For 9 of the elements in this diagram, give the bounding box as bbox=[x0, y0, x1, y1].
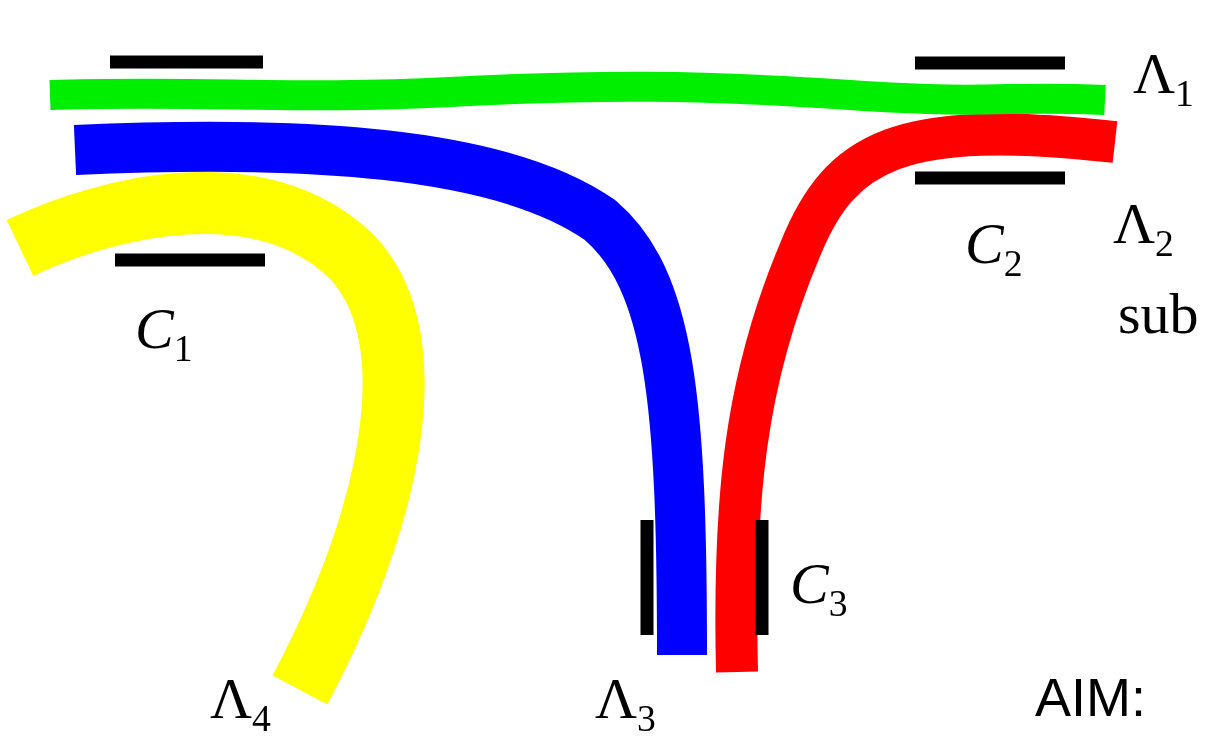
curve-label: Λ$_{4}$ bbox=[210, 670, 271, 738]
bar-label: C$_{3}$ bbox=[790, 555, 848, 623]
note-text: sub bbox=[1118, 285, 1199, 343]
curve-label: Λ$_{1}$ bbox=[1133, 45, 1194, 113]
note-text: AIM: bbox=[1035, 670, 1146, 724]
bar-label: C$_{1}$ bbox=[135, 300, 193, 368]
curve-label: Λ$_{2}$ bbox=[1113, 195, 1174, 263]
curve-label: Λ$_{3}$ bbox=[595, 670, 656, 738]
bar-label: C$_{2}$ bbox=[965, 215, 1023, 283]
